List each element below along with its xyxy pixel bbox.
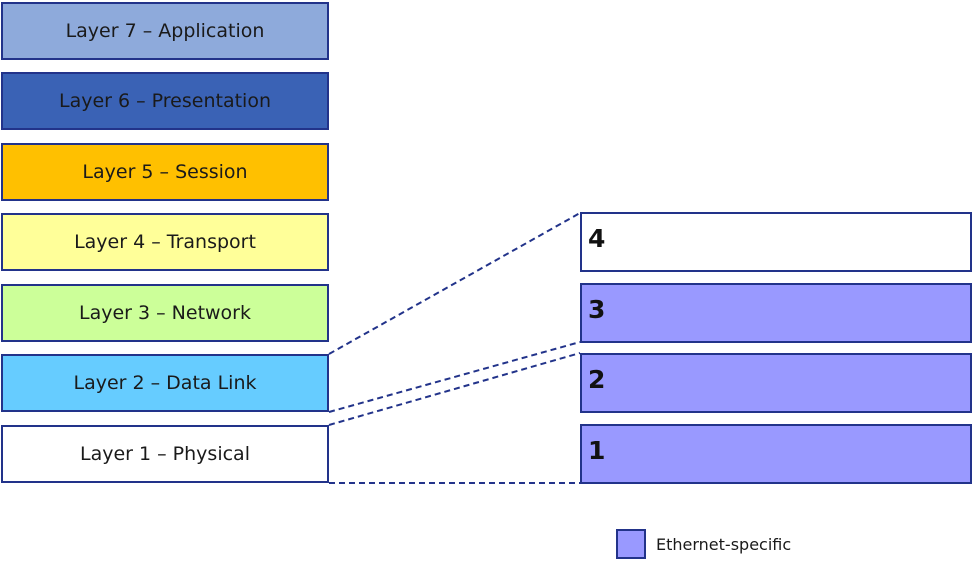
ethernet-layer-4-number: 4 (588, 224, 606, 253)
osi-layer-2: Layer 2 – Data Link (1, 354, 329, 412)
connector-layer1-top-to-eth2-top (328, 352, 581, 426)
osi-layer-6: Layer 6 – Presentation (1, 72, 329, 130)
ethernet-layer-4: 4 (580, 212, 972, 272)
osi-layer-1-label: Layer 1 – Physical (80, 443, 250, 465)
osi-layer-3: Layer 3 – Network (1, 284, 329, 342)
osi-layer-5: Layer 5 – Session (1, 143, 329, 201)
osi-layer-6-label: Layer 6 – Presentation (58, 90, 271, 112)
ethernet-layer-2-number: 2 (588, 365, 606, 394)
connector-layer2-top-to-eth4-top (328, 212, 581, 355)
ethernet-layer-2: 2 (580, 353, 972, 413)
osi-layer-7: Layer 7 – Application (1, 2, 329, 60)
osi-layer-4: Layer 4 – Transport (1, 213, 329, 271)
ethernet-layer-1-number: 1 (588, 436, 606, 465)
osi-layer-5-label: Layer 5 – Session (82, 161, 248, 183)
osi-layer-2-label: Layer 2 – Data Link (73, 372, 257, 394)
ethernet-layer-1: 1 (580, 424, 972, 484)
osi-layer-1: Layer 1 – Physical (1, 425, 329, 483)
legend-label: Ethernet-specific (656, 535, 792, 554)
ethernet-layer-3: 3 (580, 283, 972, 343)
ethernet-layer-3-number: 3 (588, 295, 606, 324)
osi-layer-4-label: Layer 4 – Transport (74, 231, 256, 253)
osi-layer-7-label: Layer 7 – Application (65, 20, 265, 42)
connector-layer2-bottom-to-eth3-bottom (328, 341, 581, 413)
osi-layer-3-label: Layer 3 – Network (78, 302, 251, 324)
legend-swatch (616, 529, 646, 559)
